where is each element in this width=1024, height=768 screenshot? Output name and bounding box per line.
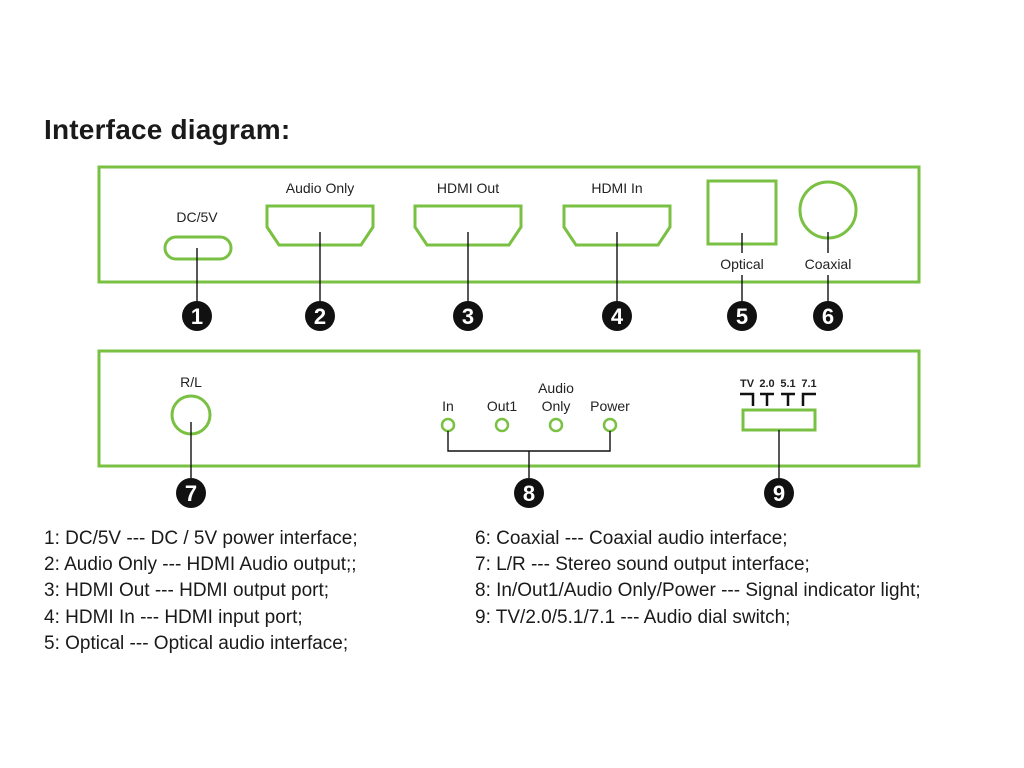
switch-position-marks [740,392,816,406]
legend-item-9: 9: TV/2.0/5.1/7.1 --- Audio dial switch; [475,607,791,628]
legend-item-5: 5: Optical --- Optical audio interface; [44,633,349,654]
marker-5: 5 [727,301,757,331]
switch-label-2-0: 2.0 [759,378,774,390]
led-out1 [494,417,510,433]
marker-2: 2 [305,301,335,331]
audio-dial-switch [741,408,817,432]
port-label-audio-only: Audio Only [286,180,354,196]
svg-text:7: 7 [185,481,197,506]
svg-text:5: 5 [736,304,748,329]
led-audio-only [548,417,564,433]
switch-label-5-1: 5.1 [780,378,795,390]
page-title: Interface diagram: [44,114,291,145]
legend-item-2: 2: Audio Only --- HDMI Audio output;; [44,554,357,575]
led-in [440,417,456,433]
legend-item-6: 6: Coaxial --- Coaxial audio interface; [475,528,788,549]
svg-text:8: 8 [523,481,535,506]
svg-text:9: 9 [773,481,785,506]
svg-text:3: 3 [462,304,474,329]
hdmi-out-port [413,204,523,247]
port-label-optical: Optical [720,256,764,272]
legend-item-4: 4: HDMI In --- HDMI input port; [44,607,303,628]
marker-8: 8 [514,478,544,508]
marker-3: 3 [453,301,483,331]
led-label-audio-only-line1: Audio [538,380,574,396]
marker-9: 9 [764,478,794,508]
rl-label: R/L [180,374,202,390]
marker-6: 6 [813,301,843,331]
led-bracket [447,431,611,478]
switch-label-7-1: 7.1 [801,378,816,390]
legend-item-8: 8: In/Out1/Audio Only/Power --- Signal i… [475,580,921,601]
led-label-in: In [442,398,454,414]
legend-item-1: 1: DC/5V --- DC / 5V power interface; [44,528,358,549]
hdmi-in-port [562,204,672,247]
marker-1: 1 [182,301,212,331]
led-label-power: Power [590,398,630,414]
front-panel [97,165,921,284]
port-label-dc5v: DC/5V [176,209,218,225]
marker-4: 4 [602,301,632,331]
dc5v-port [163,235,233,261]
legend-item-7: 7: L/R --- Stereo sound output interface… [475,554,810,575]
svg-text:1: 1 [191,304,203,329]
led-power [602,417,618,433]
svg-text:2: 2 [314,304,326,329]
back-panel [97,349,921,468]
coaxial-port [798,180,858,240]
port-label-coaxial: Coaxial [805,256,852,272]
led-label-out1: Out1 [487,398,518,414]
led-label-audio-only-line2: Only [542,398,571,414]
svg-text:6: 6 [822,304,834,329]
marker-7: 7 [176,478,206,508]
audio-only-hdmi-port [265,204,375,247]
svg-text:4: 4 [611,304,624,329]
port-label-hdmi-in: HDMI In [591,180,642,196]
port-label-hdmi-out: HDMI Out [437,180,499,196]
legend-item-3: 3: HDMI Out --- HDMI output port; [44,580,330,601]
switch-label-tv: TV [740,378,755,390]
